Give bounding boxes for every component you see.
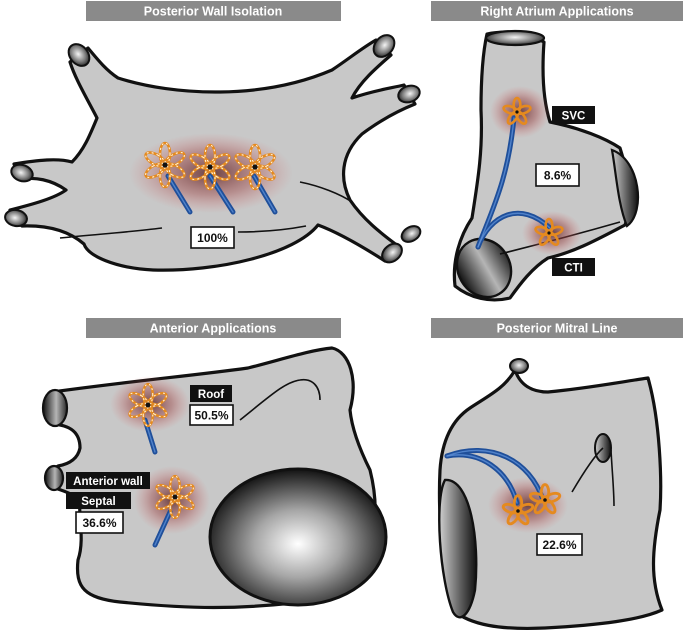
- panel-posterior-mitral: Posterior Mitral Line 22.6%: [431, 318, 683, 628]
- panel-right-atrium: Right Atrium Applications SVC 8.6% CTI: [431, 1, 683, 307]
- panel-title-posterior-mitral: Posterior Mitral Line: [497, 322, 618, 336]
- panel-title-anterior: Anterior Applications: [150, 322, 277, 336]
- label-cti: CTI: [564, 263, 583, 275]
- panel-title-posterior-wall: Posterior Wall Isolation: [144, 5, 282, 19]
- value-posterior-wall: 100%: [197, 231, 228, 245]
- label-anterior-wall: Anterior wall: [73, 476, 143, 488]
- svc-ostium: [486, 31, 544, 45]
- label-roof: Roof: [198, 389, 224, 401]
- panel-anterior: Anterior Applications Roof 50.5% Anterio…: [43, 318, 386, 608]
- pv-ostium-lower: [45, 466, 63, 490]
- mitral-valve: [210, 469, 386, 605]
- value-posterior-mitral: 22.6%: [542, 538, 576, 552]
- pv-ostium-top: [510, 359, 528, 373]
- value-right-atrium: 8.6%: [544, 169, 572, 183]
- vein-ostium-bottom-left: [399, 223, 423, 245]
- value-roof: 50.5%: [194, 409, 228, 423]
- panel-posterior-wall: Posterior Wall Isolation 100%: [4, 1, 423, 270]
- pv-ostium-upper: [43, 390, 67, 426]
- value-septal: 36.6%: [82, 516, 116, 530]
- label-septal: Septal: [81, 496, 116, 508]
- label-svc: SVC: [562, 111, 586, 123]
- panel-title-right-atrium: Right Atrium Applications: [480, 5, 633, 19]
